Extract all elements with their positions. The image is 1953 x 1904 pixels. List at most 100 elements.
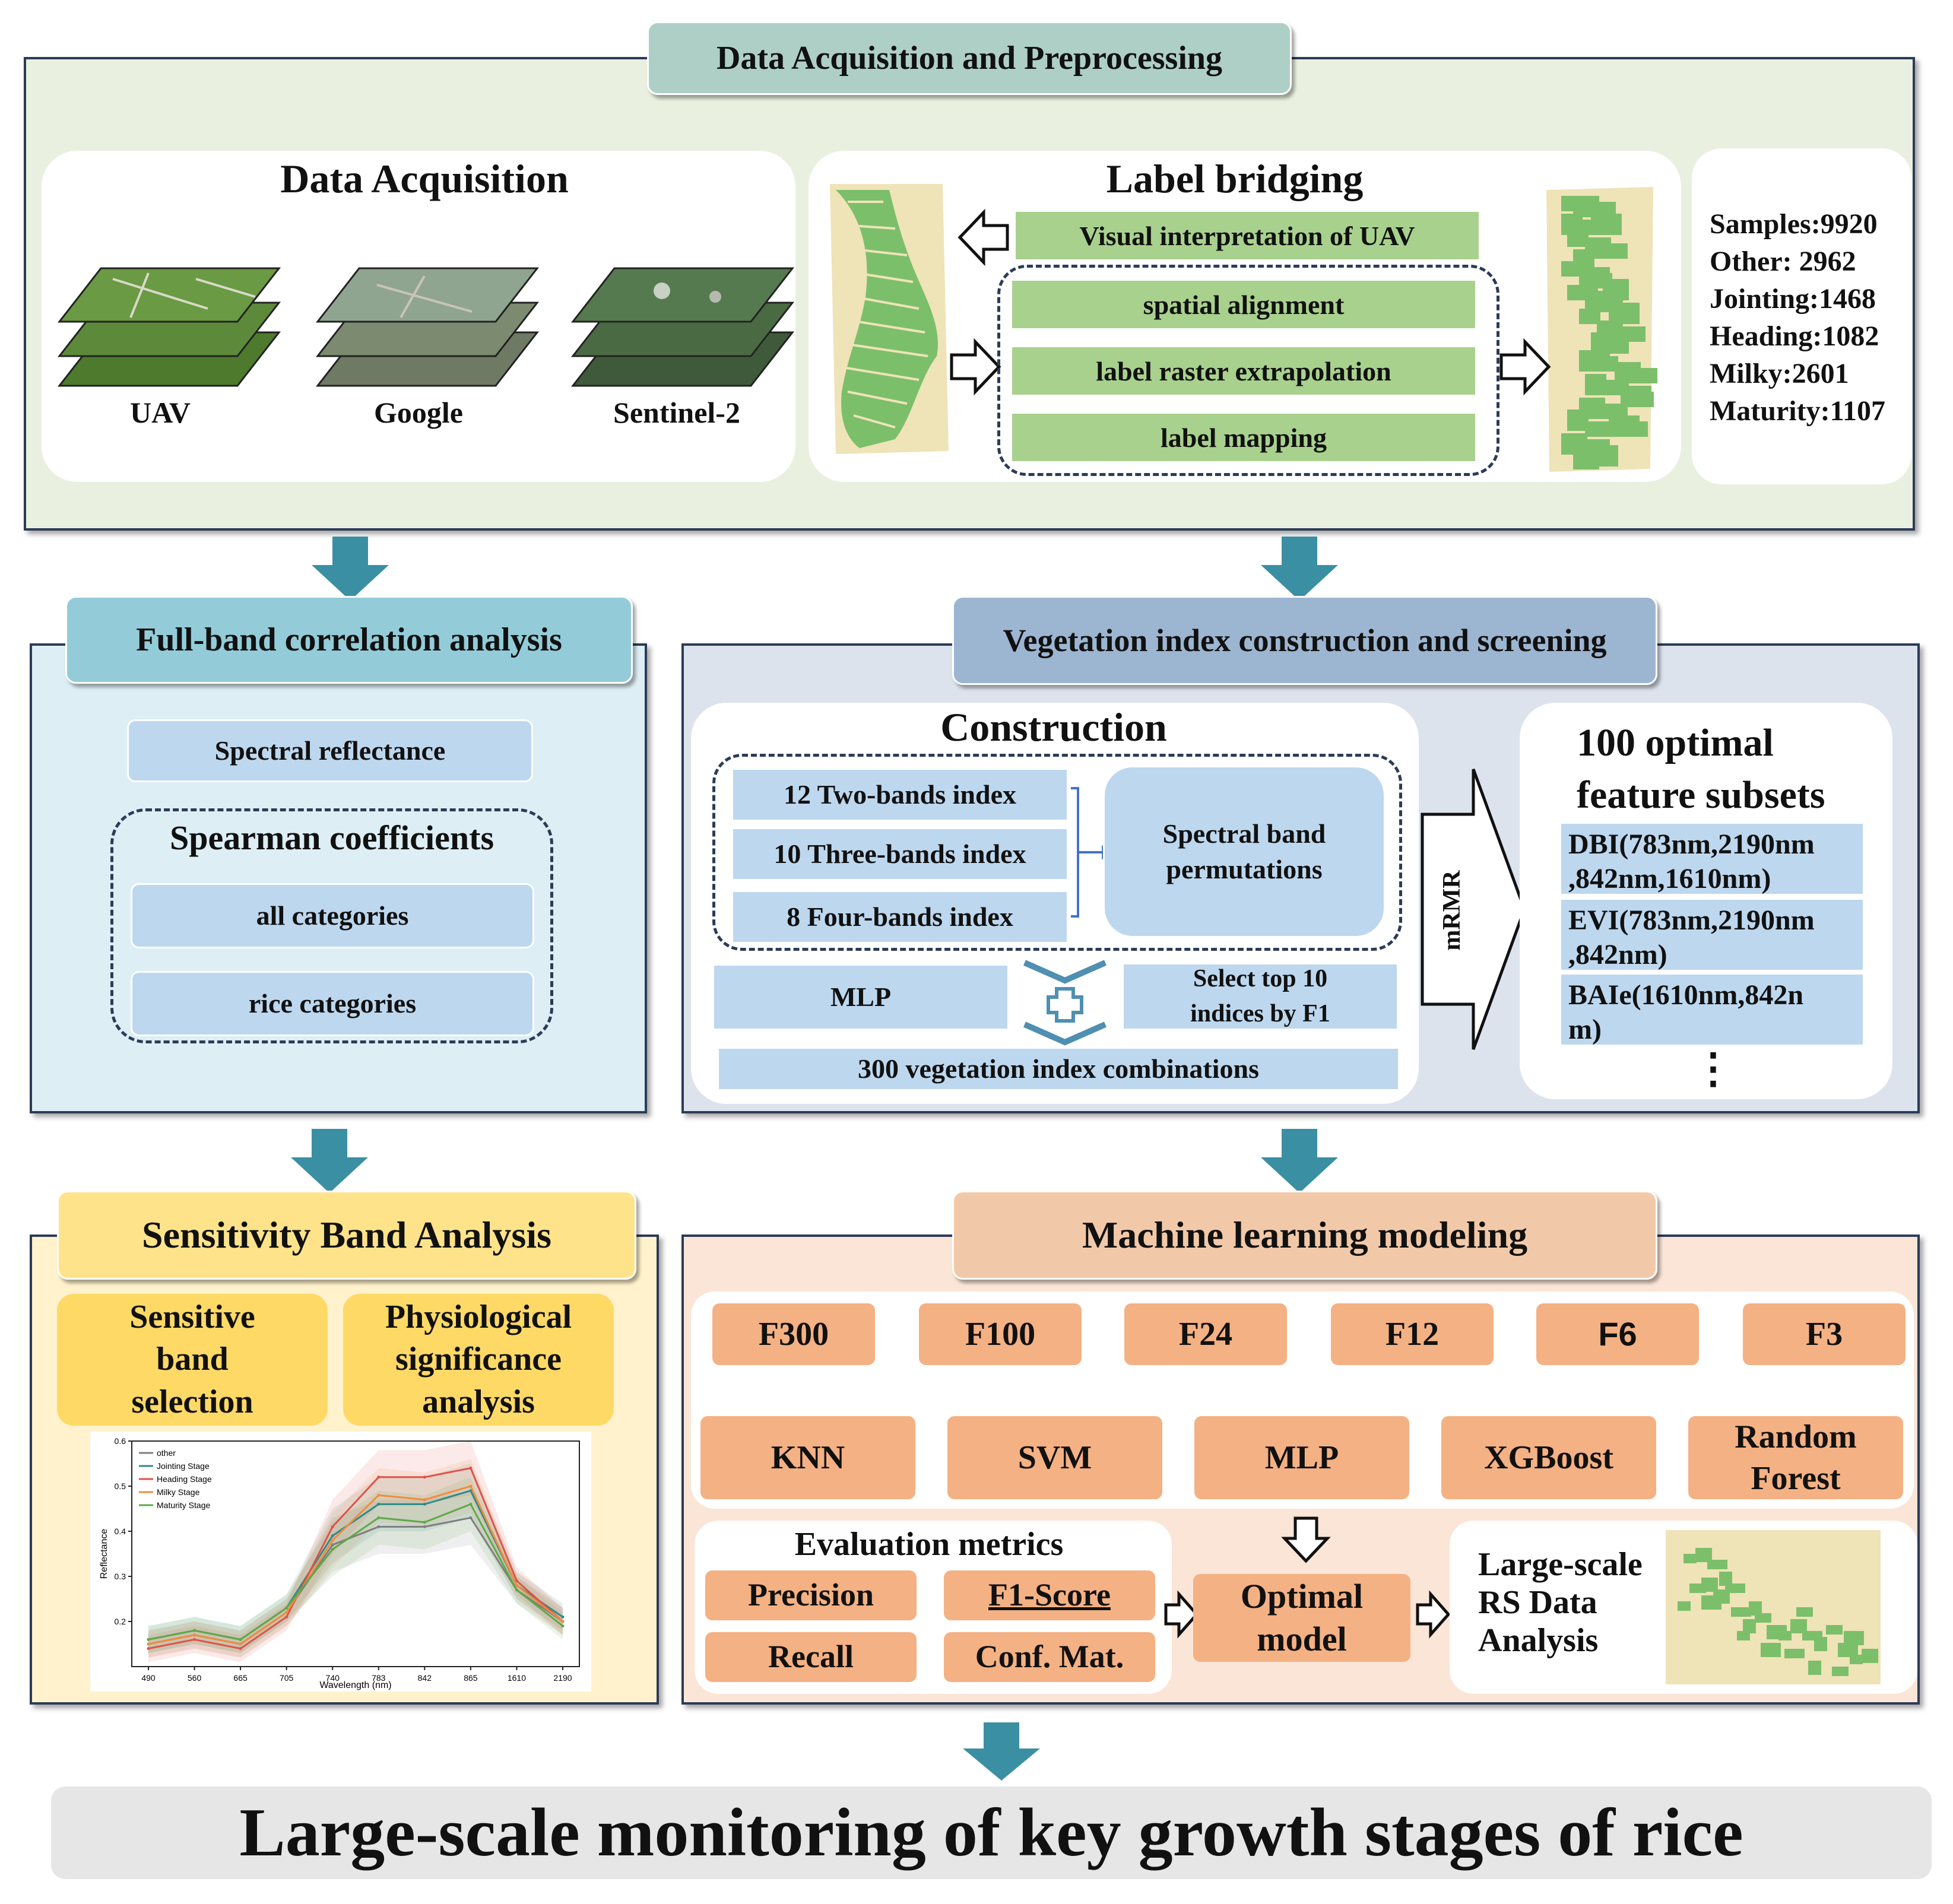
- chart-point: [285, 1606, 288, 1610]
- label-pixel: [1597, 243, 1628, 259]
- model-svm: SVM: [947, 1416, 1162, 1499]
- step-label-raster-extrapolation: label raster extrapolation: [1010, 345, 1477, 396]
- model-mlp: MLP: [1194, 1416, 1409, 1499]
- label-steps-dashed-group: [997, 265, 1499, 476]
- chart-legend-label: Heading Stage: [157, 1474, 212, 1484]
- chart-point: [377, 1493, 381, 1497]
- chart-xtick-label: 783: [372, 1673, 386, 1683]
- label-pixel: [1591, 214, 1622, 235]
- sensitive-band-selection: Sensitive band selection: [57, 1294, 328, 1426]
- select-top10-box: Select top 10 indices by F1: [1122, 963, 1399, 1030]
- chart-point: [193, 1629, 196, 1632]
- subset-item-dbi: DBI(783nm,2190nm ,842nm,1610nm): [1561, 824, 1863, 894]
- rs-pixel: [1778, 1631, 1792, 1640]
- sample-other: Other: 2962: [1710, 246, 1856, 277]
- flow-arrow-down-final: [963, 1722, 1040, 1781]
- chart-ytick-label: 0.6: [115, 1436, 126, 1446]
- rs-pixel: [1707, 1560, 1727, 1569]
- subset-baie-line-2: m): [1568, 1014, 1602, 1045]
- chart-band-1: [148, 1464, 563, 1654]
- feature-f6: F6: [1536, 1303, 1699, 1365]
- rs-pixel: [1731, 1607, 1751, 1617]
- subset-dbi-line-1: DBI(783nm,2190nm: [1568, 829, 1815, 860]
- subset-dbi-line-2: ,842nm,1610nm): [1568, 863, 1771, 894]
- vegetation-combinations-box: 300 vegetation index combinations: [717, 1047, 1400, 1091]
- chart-band-4: [148, 1477, 563, 1654]
- rs-pixel: [1850, 1655, 1863, 1664]
- rs-pixel: [1826, 1625, 1843, 1635]
- reflectance-chart-card: [90, 1432, 591, 1692]
- chart-band-0: [148, 1490, 563, 1658]
- chart-y-axis-label: Reflectance: [99, 1529, 109, 1579]
- rs-pixel: [1743, 1619, 1756, 1633]
- chart-point: [423, 1475, 426, 1479]
- chart-xtick-label: 665: [233, 1673, 248, 1683]
- rs-analysis-text: Large-scale RS Data Analysis: [1478, 1546, 1643, 1659]
- chart-point: [377, 1475, 381, 1479]
- rs-pixel: [1784, 1649, 1805, 1658]
- sample-total: Samples:9920: [1710, 208, 1878, 240]
- chart-point: [147, 1638, 150, 1641]
- step-spatial-alignment: spatial alignment: [1010, 279, 1477, 330]
- rs-pixel: [1844, 1631, 1864, 1645]
- rs-pixel: [1796, 1607, 1813, 1617]
- sentinel-imagery-stack: [570, 267, 795, 387]
- source-label-uav: UAV: [130, 396, 191, 429]
- chart-point: [423, 1525, 426, 1528]
- metric-f1-score: F1-Score: [944, 1570, 1155, 1620]
- feature-f300: F300: [712, 1303, 875, 1365]
- chart-point: [561, 1620, 565, 1623]
- sensitive-line-2: band: [156, 1341, 229, 1378]
- chart-series-line-2: [148, 1467, 563, 1650]
- model-random-forest: Random Forest: [1688, 1416, 1903, 1499]
- rs-pixel: [1749, 1601, 1762, 1616]
- source-label-google: Google: [374, 396, 463, 429]
- spectral-band-permutations: Spectral band permutations: [1103, 766, 1386, 938]
- feature-f100: F100: [919, 1303, 1082, 1365]
- four-bands-index: 8 Four-bands index: [731, 890, 1069, 944]
- chart-point: [423, 1521, 426, 1524]
- chart-point: [147, 1647, 150, 1651]
- chart-point: [331, 1547, 334, 1551]
- step-label-mapping: label mapping: [1010, 412, 1477, 463]
- sensitive-line-3: selection: [131, 1383, 253, 1420]
- chart-ytick-label: 0.3: [115, 1572, 126, 1581]
- subsets-title-line-2: feature subsets: [1577, 773, 1825, 817]
- spearman-title: Spearman coefficients: [169, 818, 494, 857]
- rs-line-1: Large-scale: [1478, 1546, 1643, 1583]
- chart-band-2: [148, 1441, 563, 1662]
- ml-header: Machine learning modeling: [952, 1191, 1657, 1280]
- subset-baie-line-1: BAIe(1610nm,842n: [1568, 979, 1804, 1011]
- chart-xtick-label: 490: [141, 1673, 156, 1683]
- feature-f3: F3: [1743, 1303, 1906, 1365]
- source-label-sentinel: Sentinel-2: [613, 396, 740, 429]
- chart-point: [561, 1615, 565, 1619]
- chart-point: [331, 1538, 334, 1542]
- rs-pixel: [1814, 1637, 1827, 1651]
- chart-series-line-3: [148, 1485, 563, 1645]
- label-pixel: [1597, 445, 1618, 467]
- select-line-2: indices by F1: [1190, 1000, 1330, 1027]
- chart-point: [239, 1647, 242, 1651]
- flow-arrow-down-3: [291, 1129, 368, 1193]
- chart-point: [515, 1579, 518, 1583]
- arrow-metrics-to-optimal: [1164, 1590, 1199, 1639]
- chart-legend-label: Maturity Stage: [157, 1500, 210, 1510]
- arrow-right-hollow-2: [1499, 338, 1551, 396]
- chart-point: [423, 1498, 426, 1502]
- mlp-box: MLP: [712, 964, 1009, 1030]
- sentinel-label-map: [1546, 187, 1657, 472]
- footer-title: Large-scale monitoring of key growth sta…: [51, 1786, 1932, 1879]
- rs-line-3: Analysis: [1478, 1622, 1599, 1659]
- rs-pixel: [1725, 1584, 1745, 1593]
- chart-point: [147, 1642, 150, 1646]
- rs-pixel: [1701, 1578, 1718, 1592]
- physio-line-2: significance: [395, 1341, 562, 1378]
- sample-count-list: Samples:9920 Other: 2962 Jointing:1468 H…: [1710, 205, 1885, 430]
- chart-xtick-label: 560: [188, 1673, 202, 1683]
- chart-point: [515, 1584, 518, 1587]
- vegetation-header: Vegetation index construction and screen…: [952, 596, 1657, 685]
- chart-ytick-label: 0.2: [115, 1617, 126, 1626]
- rs-pixel: [1761, 1643, 1781, 1657]
